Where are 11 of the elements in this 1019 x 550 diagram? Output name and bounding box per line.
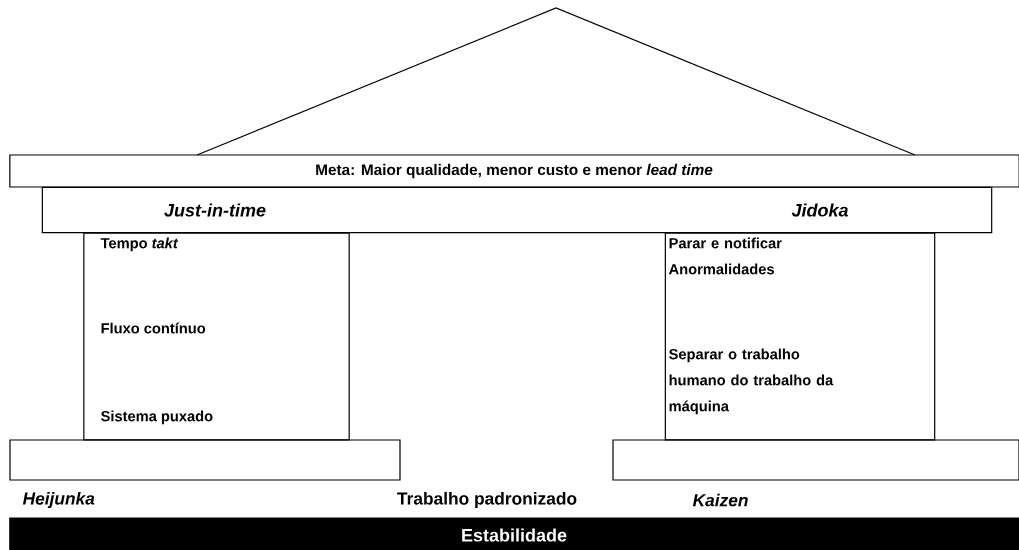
roof-drawing: [196, 7, 916, 156]
base-box: [612, 439, 1019, 481]
foundation-bar: Estabilidade: [9, 517, 1019, 550]
beam-bar: Just-in-time Jidoka: [41, 186, 993, 234]
pillar-label: Kaizen: [692, 493, 748, 507]
goal-bar: Meta: Maior qualidade, menor custo e menor lead time: [9, 154, 1019, 188]
base-box: [9, 439, 401, 481]
pillar-box: Parar e notificar Anormalidades Separar o trabalho humano do trabalho da máquina: [664, 232, 936, 441]
pillar-label: Heijunka: [22, 491, 95, 509]
pillar-label: Trabalho padronizado: [397, 491, 577, 509]
pillar-box: Tempo takt Fluxo contínuo Sistema puxado: [83, 232, 350, 441]
